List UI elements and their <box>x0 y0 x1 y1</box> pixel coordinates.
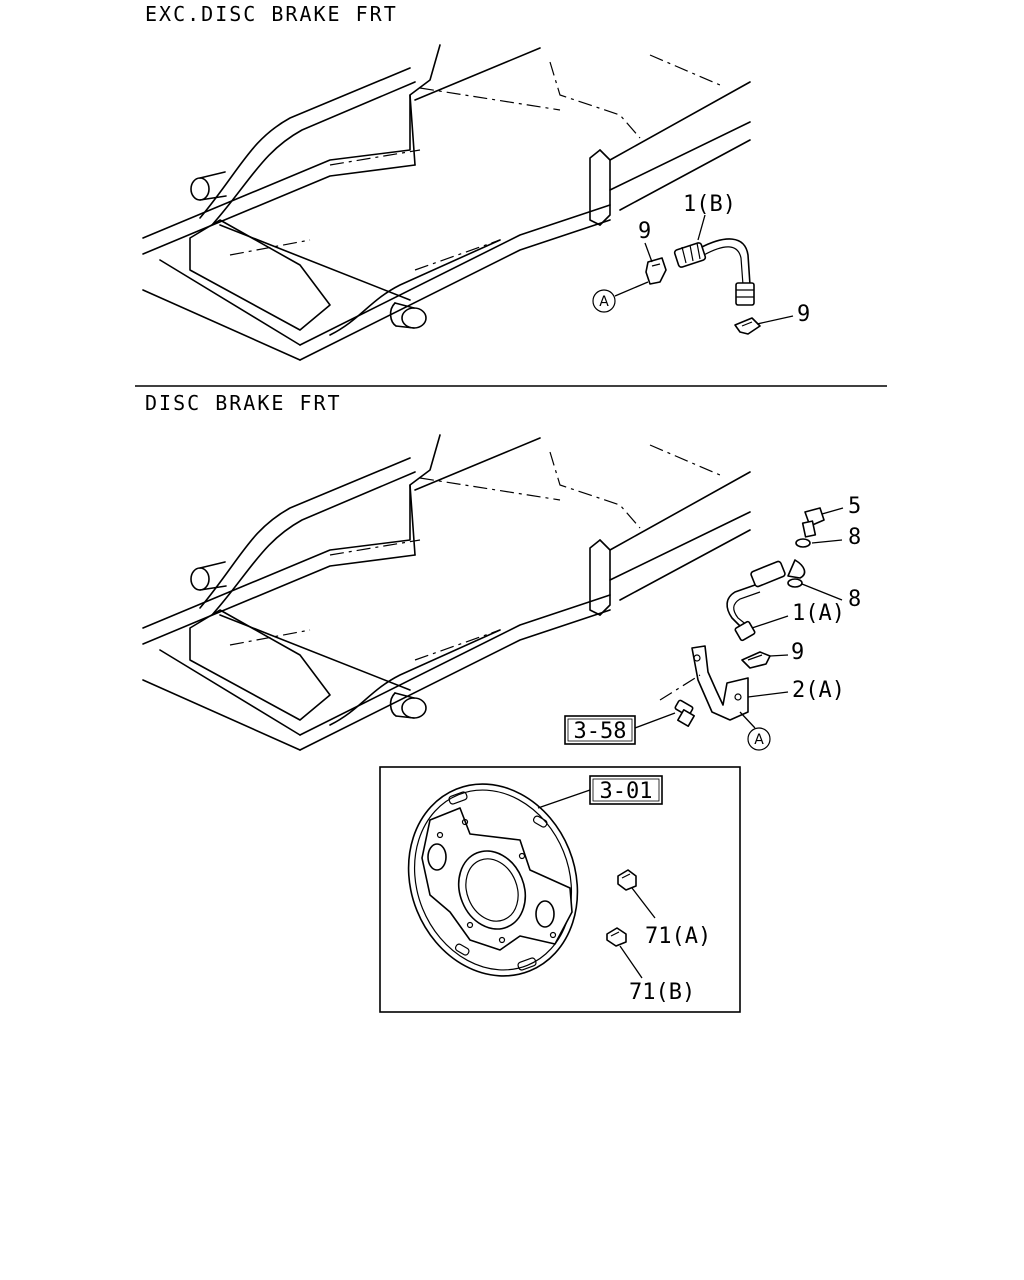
clip-9[interactable] <box>741 651 771 669</box>
detail-box: 3-01 71(A) 71(B) <box>379 758 741 1013</box>
svg-text:3-58: 3-58 <box>574 719 627 744</box>
ref-box-3-58[interactable]: 3-58 <box>564 712 676 745</box>
callout-bolt-5: 5 <box>848 494 861 519</box>
callout-hose-1a: 1(A) <box>792 601 845 626</box>
brake-hose-1b[interactable] <box>673 238 755 306</box>
ref-box-3-01[interactable]: 3-01 <box>537 775 663 809</box>
callout-clip-9-lower: 9 <box>797 302 810 327</box>
callout-bracket-2a: 2(A) <box>792 678 845 703</box>
svg-text:A: A <box>754 732 764 748</box>
callout-hose-1b: 1(B) <box>683 192 736 217</box>
chassis-frame-upper <box>142 44 751 361</box>
section-title-exc-disc: EXC.DISC BRAKE FRT <box>145 2 398 26</box>
backing-plate[interactable] <box>380 758 605 1001</box>
gasket-8-lower[interactable] <box>787 578 803 588</box>
chassis-frame-lower <box>142 434 751 751</box>
section-exc-disc-brake: EXC.DISC BRAKE FRT <box>142 2 810 361</box>
clip-9-upper[interactable] <box>645 257 667 285</box>
brake-hose-1a[interactable] <box>726 559 806 642</box>
callout-clip-9-upper: 9 <box>638 219 651 244</box>
union-bolt-5[interactable] <box>801 507 825 538</box>
svg-text:A: A <box>599 294 609 310</box>
bolt-3-58[interactable] <box>674 699 695 727</box>
callout-gasket-8-lower: 8 <box>848 587 861 612</box>
callout-clip-9: 9 <box>791 640 804 665</box>
callout-gasket-8-upper: 8 <box>848 525 861 550</box>
part-71a[interactable] <box>617 869 637 891</box>
callout-part-71a: 71(A) <box>645 924 711 949</box>
svg-text:3-01: 3-01 <box>600 779 653 804</box>
marker-a-lower: A <box>739 711 771 751</box>
gasket-8-upper[interactable] <box>795 538 811 548</box>
marker-a-upper: A <box>592 281 649 313</box>
section-title-disc: DISC BRAKE FRT <box>145 391 342 415</box>
part-71b[interactable] <box>606 927 627 947</box>
clip-9-lower[interactable] <box>734 317 761 335</box>
bracket-2a[interactable] <box>691 645 749 721</box>
section-disc-brake: DISC BRAKE FRT <box>142 391 861 751</box>
callout-part-71b: 71(B) <box>629 980 695 1005</box>
